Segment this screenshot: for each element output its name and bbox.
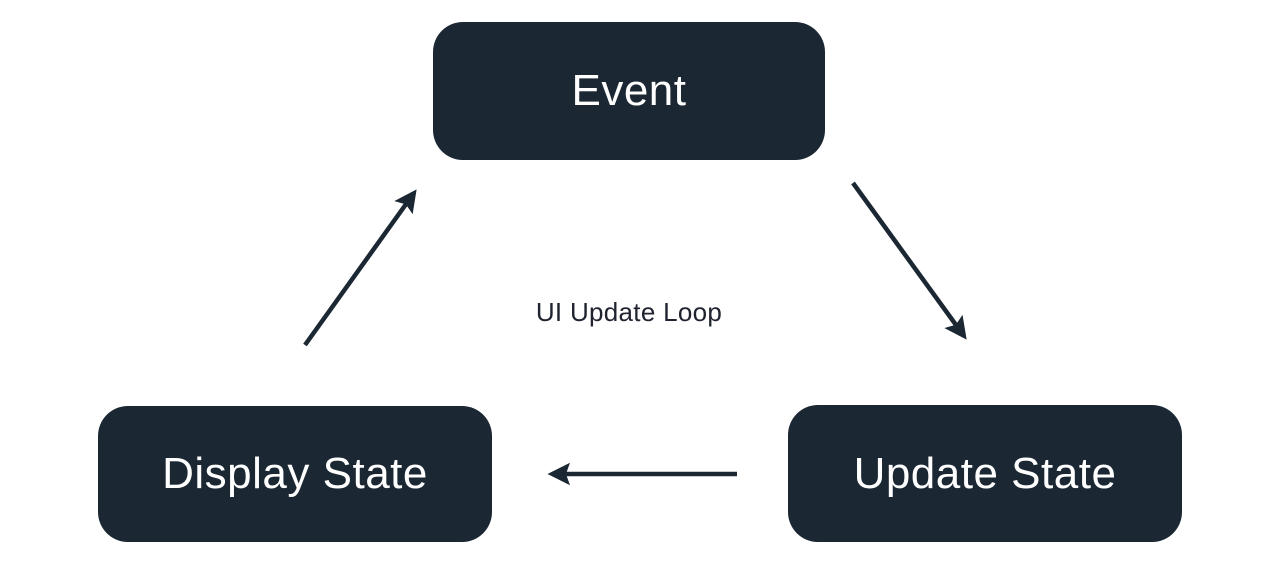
node-event: Event	[433, 22, 825, 160]
node-event-label: Event	[571, 66, 687, 115]
node-update-state: Update State	[788, 405, 1182, 542]
diagram-title: UI Update Loop	[535, 297, 723, 327]
arrow-event-to-update-state	[851, 181, 967, 340]
arrow-display-state-to-event	[303, 189, 417, 347]
node-update-state-label: Update State	[853, 448, 1117, 498]
node-display-state-label: Display State	[162, 449, 428, 498]
node-display-state: Display State	[98, 406, 492, 542]
